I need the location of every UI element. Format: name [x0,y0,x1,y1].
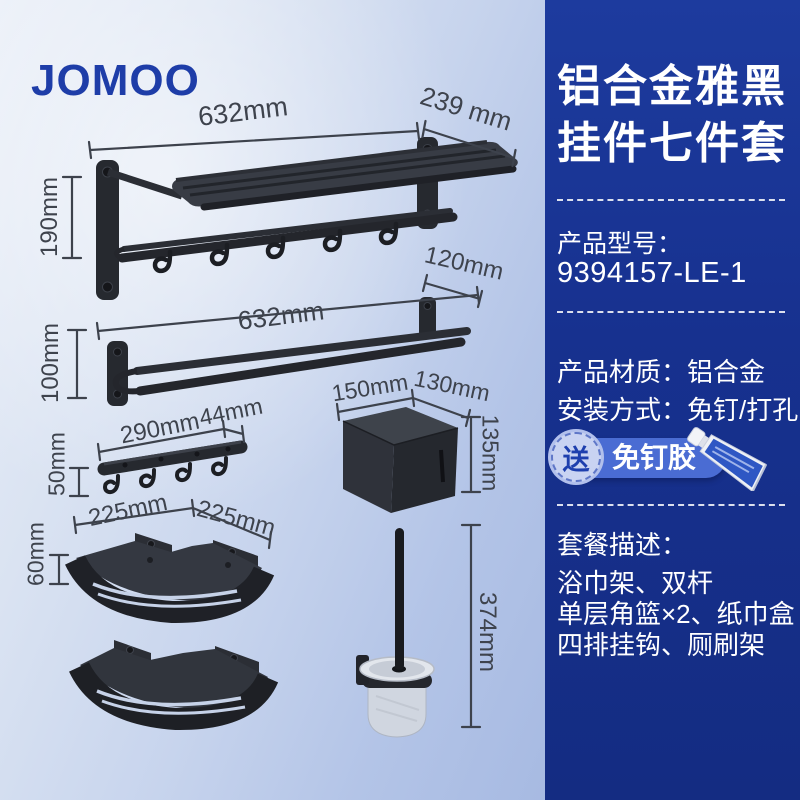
package-line-3: 四排挂钩、厕刷架 [557,630,766,660]
product-diagram-canvas: JOMOO [0,0,545,800]
hook-rail-illustration [97,440,248,495]
gift-seal-text: 送 [562,444,590,475]
panel-title-line1: 铝合金雅黑 [557,62,787,111]
dim-brush-height: 374mm [474,591,501,673]
dim-rail-height: 50mm [43,432,70,496]
dashed-divider [557,199,785,201]
model-value: 9394157-LE-1 [557,257,747,289]
gift-seal: 送 [551,432,601,482]
install-value: 免钉/打孔 [687,395,799,425]
towel-rack-illustration [96,137,518,300]
rack-hooks [152,221,399,274]
corner-basket-2-illustration [69,640,279,731]
gift-text: 免钉胶 [612,442,697,473]
corner-basket-1-illustration [65,533,275,624]
dim-box-height: 135mm [477,414,504,492]
dim-basket-height: 60mm [22,522,49,586]
product-illustrations [48,119,518,738]
glue-tube-icon [687,427,768,491]
material-label: 产品材质： [557,357,688,387]
material-row: 产品材质：铝合金 [557,352,765,389]
paper-box-illustration [342,407,459,513]
package-line-1: 浴巾架、双杆 [557,568,714,598]
double-bar-illustration [107,297,471,406]
install-row: 安装方式：免钉/打孔 [557,390,798,427]
dashed-divider [557,311,785,313]
gift-badge: 免钉胶 送 [550,427,795,491]
dashed-divider [557,504,785,506]
info-panel: 铝合金雅黑 挂件七件套 产品型号： 9394157-LE-1 产品材质：铝合金 … [545,0,800,800]
package-title: 套餐描述： [557,530,688,560]
toilet-brush-illustration [356,528,435,738]
dimension-lines [48,119,517,729]
panel-title-line2: 挂件七件套 [557,119,787,168]
brand-logo: JOMOO [31,56,200,105]
material-value: 铝合金 [687,357,766,387]
rail-hooks [102,456,228,495]
model-label: 产品型号： [557,230,683,258]
dim-rack-height: 190mm [36,176,63,258]
package-line-2: 单层角篮×2、纸巾盒 [557,599,795,629]
install-label: 安装方式： [557,395,688,425]
dim-bar-height: 100mm [37,322,64,404]
